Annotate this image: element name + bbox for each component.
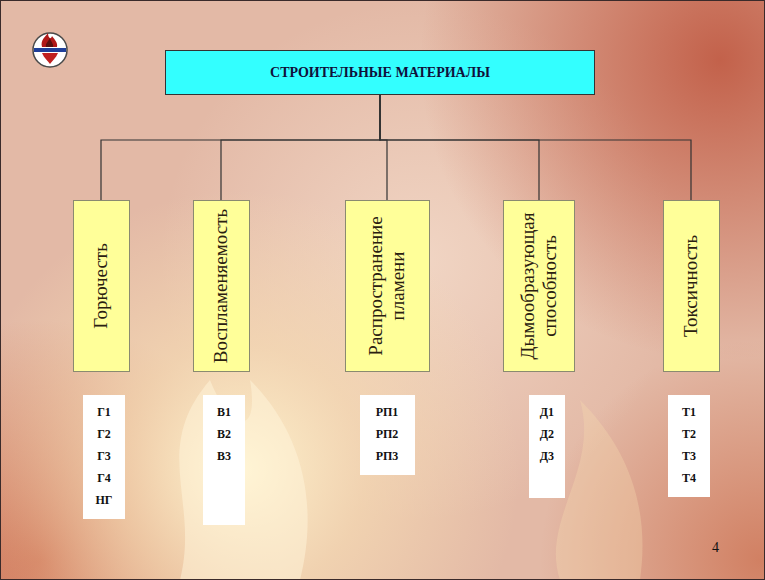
tree-connector [101,95,380,200]
class-code: В1 [203,401,245,423]
page-number: 4 [712,540,719,556]
class-list-box: Т1Т2Т3Т4 [668,395,710,497]
category-box: Токсичность [663,200,720,372]
tree-connector [380,95,387,200]
class-code: РП2 [360,423,415,445]
tree-connector [380,95,691,200]
tree-connector [221,95,380,200]
class-code: Д2 [529,423,565,445]
class-code: Г3 [83,445,125,467]
tree-connector [380,95,539,200]
class-code: В3 [203,445,245,467]
class-code: Г4 [83,467,125,489]
class-code: Т3 [668,445,710,467]
category-name: Распространение пламени [365,207,409,365]
class-code: Т1 [668,401,710,423]
title-box: СТРОИТЕЛЬНЫЕ МАТЕРИАЛЫ [165,50,595,95]
class-code: РП3 [360,445,415,467]
class-code: Г2 [83,423,125,445]
class-code: Г1 [83,401,125,423]
class-code: Д1 [529,401,565,423]
logo-emblem [0,0,100,100]
class-code: В2 [203,423,245,445]
category-name: Воспламеняемость [210,207,232,365]
class-list-box: Д1Д2Д3 [529,395,565,498]
class-code: Т4 [668,467,710,489]
class-code: Т2 [668,423,710,445]
title-text: СТРОИТЕЛЬНЫЕ МАТЕРИАЛЫ [270,65,490,81]
category-box: Распространение пламени [345,200,430,372]
class-list-box: Г1Г2Г3Г4НГ [83,395,125,519]
category-name: Токсичность [680,207,702,365]
class-list-box: В1В2В3 [203,395,245,525]
class-code: НГ [83,489,125,511]
category-box: Воспламеняемость [193,200,250,372]
category-name: Горючесть [90,207,112,365]
category-box: Дымообразующая способность [503,200,575,372]
category-box: Горючесть [73,200,130,372]
category-name: Дымообразующая способность [517,207,561,365]
class-code: РП1 [360,401,415,423]
class-code: Д3 [529,445,565,467]
class-list-box: РП1РП2РП3 [360,395,415,475]
